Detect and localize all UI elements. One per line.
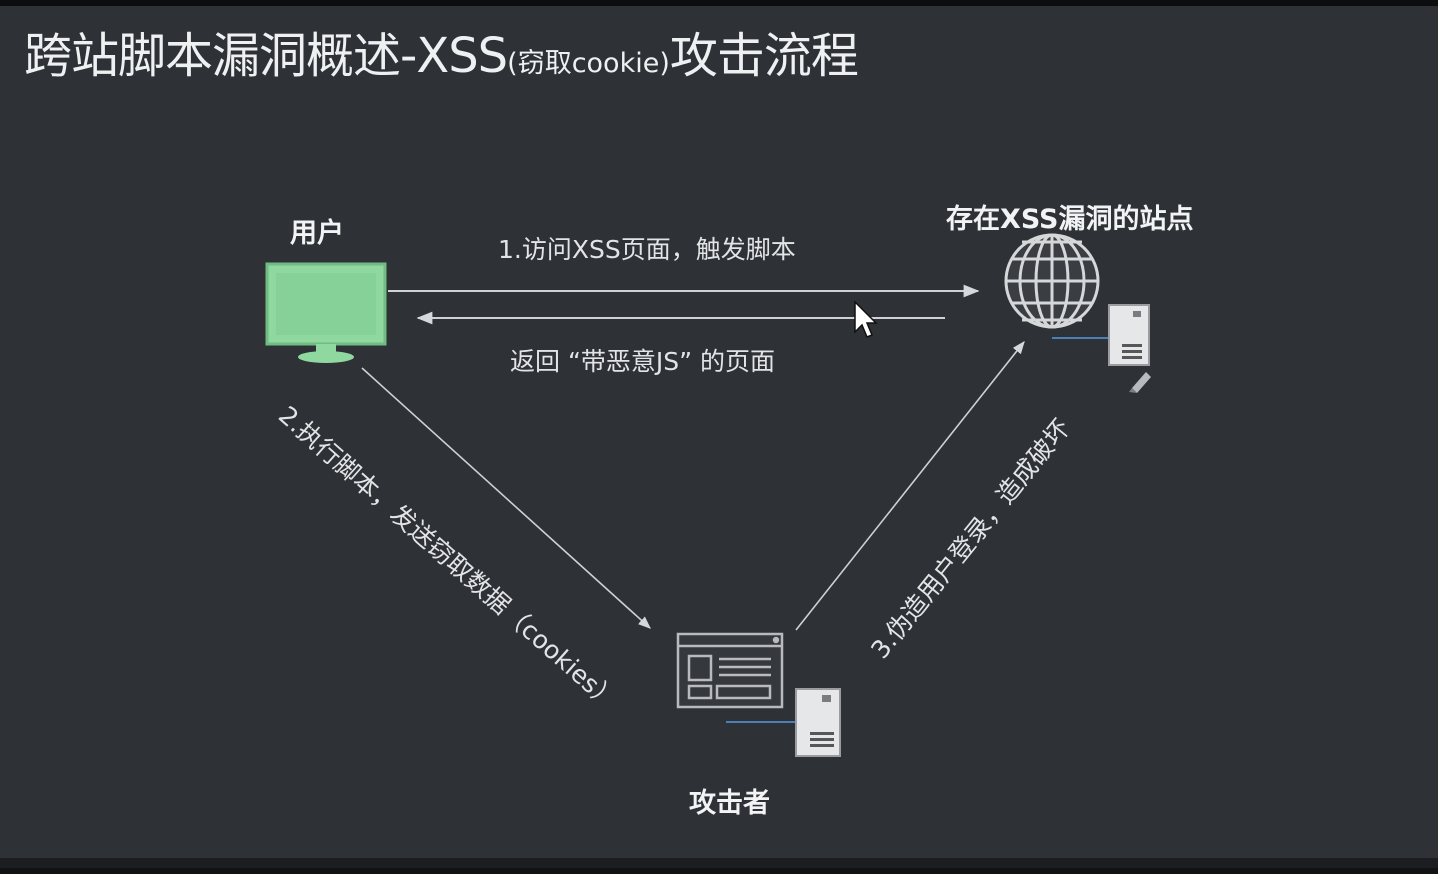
attacker-server-icon [795,688,841,757]
server-icon [1108,304,1150,366]
bottom-bar [0,858,1438,868]
node-label-user: 用户 [290,218,344,249]
arrow-user-to-attacker [361,367,651,629]
globe-icon [1004,233,1100,329]
node-label-attacker: 攻击者 [689,788,770,819]
title-tail: 攻击流程 [669,28,859,84]
mouse-cursor-icon [854,300,878,338]
edge-label-return: 返回 “带恶意JS” 的页面 [510,347,776,376]
title-main: 跨站脚本漏洞概述-XSS [24,28,508,84]
browser-window-icon [676,632,784,709]
node-label-site: 存在XSS漏洞的站点 [946,204,1194,235]
arrow-attacker-to-site [795,340,1025,631]
edge-label-step1: 1.访问XSS页面，触发脚本 [498,235,796,264]
title-small: (窃取cookie) [507,48,670,79]
pen-icon [1129,372,1151,393]
monitor-icon [265,262,387,363]
flow-diagram [265,233,1151,757]
slide-title: 跨站脚本漏洞概述-XSS(窃取cookie)攻击流程 [24,28,859,86]
